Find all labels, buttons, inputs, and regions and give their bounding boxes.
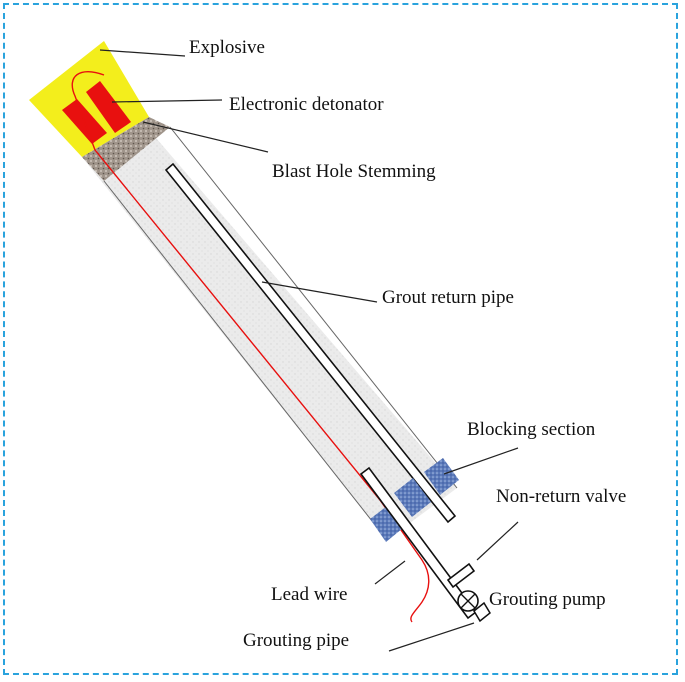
label-grout-return-pipe: Grout return pipe xyxy=(382,287,514,308)
label-blocking-section: Blocking section xyxy=(467,419,596,440)
label-electronic-detonator: Electronic detonator xyxy=(229,94,384,115)
label-blast-hole-stemming: Blast Hole Stemming xyxy=(272,161,436,182)
diagram-border xyxy=(3,3,678,675)
borehole-wall-left xyxy=(103,180,388,541)
pump-cross-2 xyxy=(460,593,476,609)
leader-lines xyxy=(99,49,519,652)
label-grouting-pump: Grouting pump xyxy=(489,589,606,610)
detonator-cartridge-right xyxy=(86,81,131,133)
stemming-section xyxy=(82,117,170,181)
label-non-return-valve: Non-return valve xyxy=(496,486,627,507)
borehole-wall-right xyxy=(169,126,458,489)
label-lead-wire: Lead wire xyxy=(271,584,348,605)
grouting-pipe-end xyxy=(473,601,491,623)
borehole-grout-body xyxy=(82,131,457,540)
lead-wire xyxy=(71,71,430,623)
grout-return-pipe xyxy=(164,162,457,524)
non-return-valve-flange xyxy=(446,562,476,589)
blocking-block-upper xyxy=(424,458,459,495)
label-explosive: Explosive xyxy=(189,37,265,58)
label-grouting-pipe: Grouting pipe xyxy=(243,630,350,651)
blocking-block-lower xyxy=(370,506,403,542)
blocking-block-middle xyxy=(394,478,431,517)
